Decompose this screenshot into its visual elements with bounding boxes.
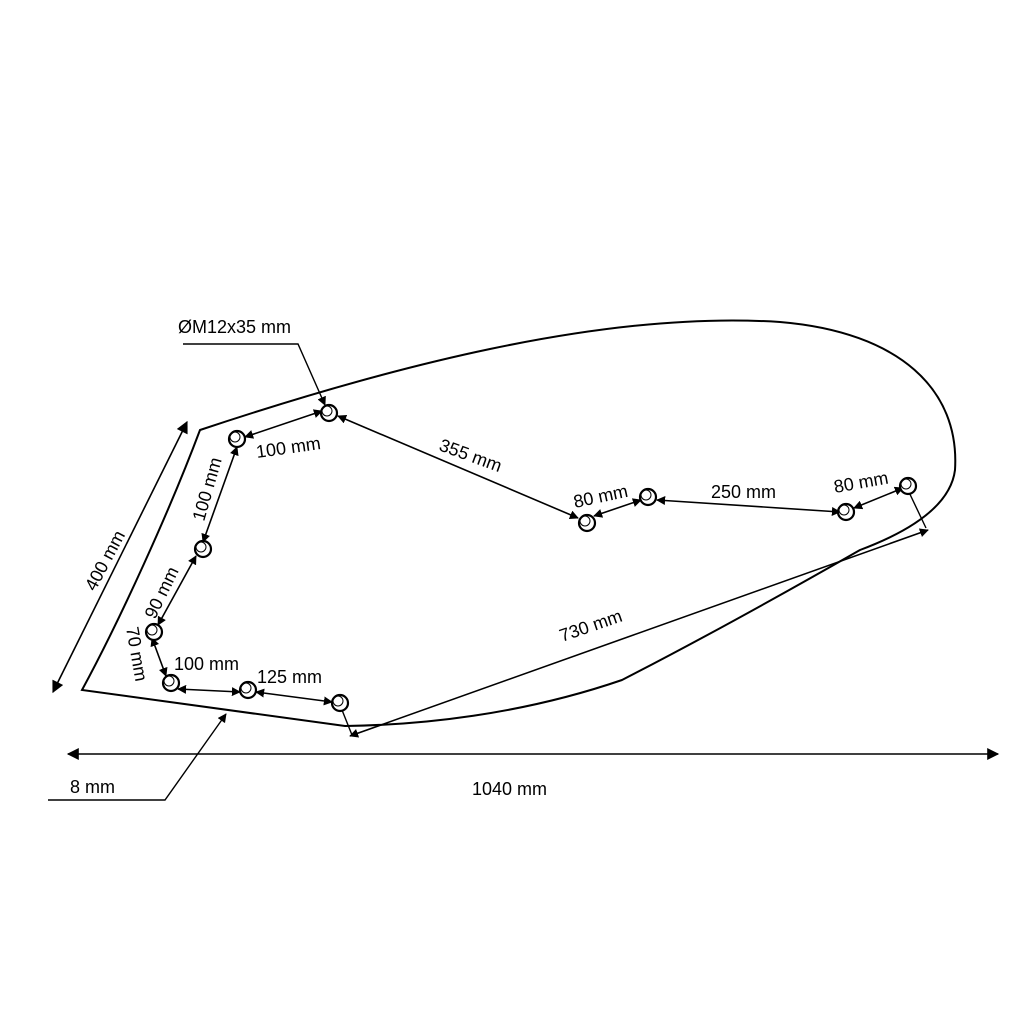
bolt-holes	[144, 403, 918, 713]
top-pitch-4-label: 250 mm	[711, 482, 776, 502]
bottom-pitch-2-label: 125 mm	[257, 667, 322, 687]
rear-span-dimension-line	[349, 528, 929, 738]
bolt-hole	[319, 403, 339, 423]
bolt-hole	[330, 693, 350, 713]
bolt-hole	[836, 502, 856, 522]
top-pitch-2-line	[337, 415, 579, 519]
top-pitch-3-line	[593, 498, 642, 518]
overall-width-label: 1040 mm	[472, 779, 547, 799]
top-pitch-1-label: 100 mm	[255, 433, 322, 462]
height-dimension-line	[52, 420, 188, 694]
left-pitch-3-line	[150, 637, 168, 677]
bolt-hole	[144, 622, 164, 642]
left-pitch-1-label: 100 mm	[189, 455, 226, 523]
top-pitch-4-line	[656, 496, 841, 516]
bolt-hole	[227, 429, 247, 449]
bottom-pitch-2-line	[255, 688, 333, 706]
thickness-label: 8 mm	[70, 777, 115, 797]
bolt-hole	[577, 513, 597, 533]
height-label: 400 mm	[81, 527, 129, 594]
bolt-hole	[898, 476, 918, 496]
bottom-pitch-1-label: 100 mm	[174, 654, 239, 674]
top-pitch-5-line	[853, 486, 904, 510]
bottom-pitch-1-line	[177, 684, 241, 697]
thickness-leader	[48, 713, 227, 801]
top-pitch-1-line	[244, 409, 323, 439]
left-pitch-1-line	[201, 446, 239, 543]
bolt-hole	[238, 680, 258, 700]
left-pitch-2-line	[157, 555, 197, 626]
bolt-spec-leader	[183, 343, 326, 406]
top-pitch-5-label: 80 mm	[832, 468, 890, 497]
rear-span-label: 730 mm	[557, 606, 625, 646]
top-pitch-2-label: 355 mm	[437, 435, 505, 476]
bolt-hole	[193, 539, 213, 559]
bolt-spec-label: ØM12x35 mm	[178, 317, 291, 337]
bolt-hole	[638, 487, 658, 507]
bolt-hole	[161, 673, 181, 693]
